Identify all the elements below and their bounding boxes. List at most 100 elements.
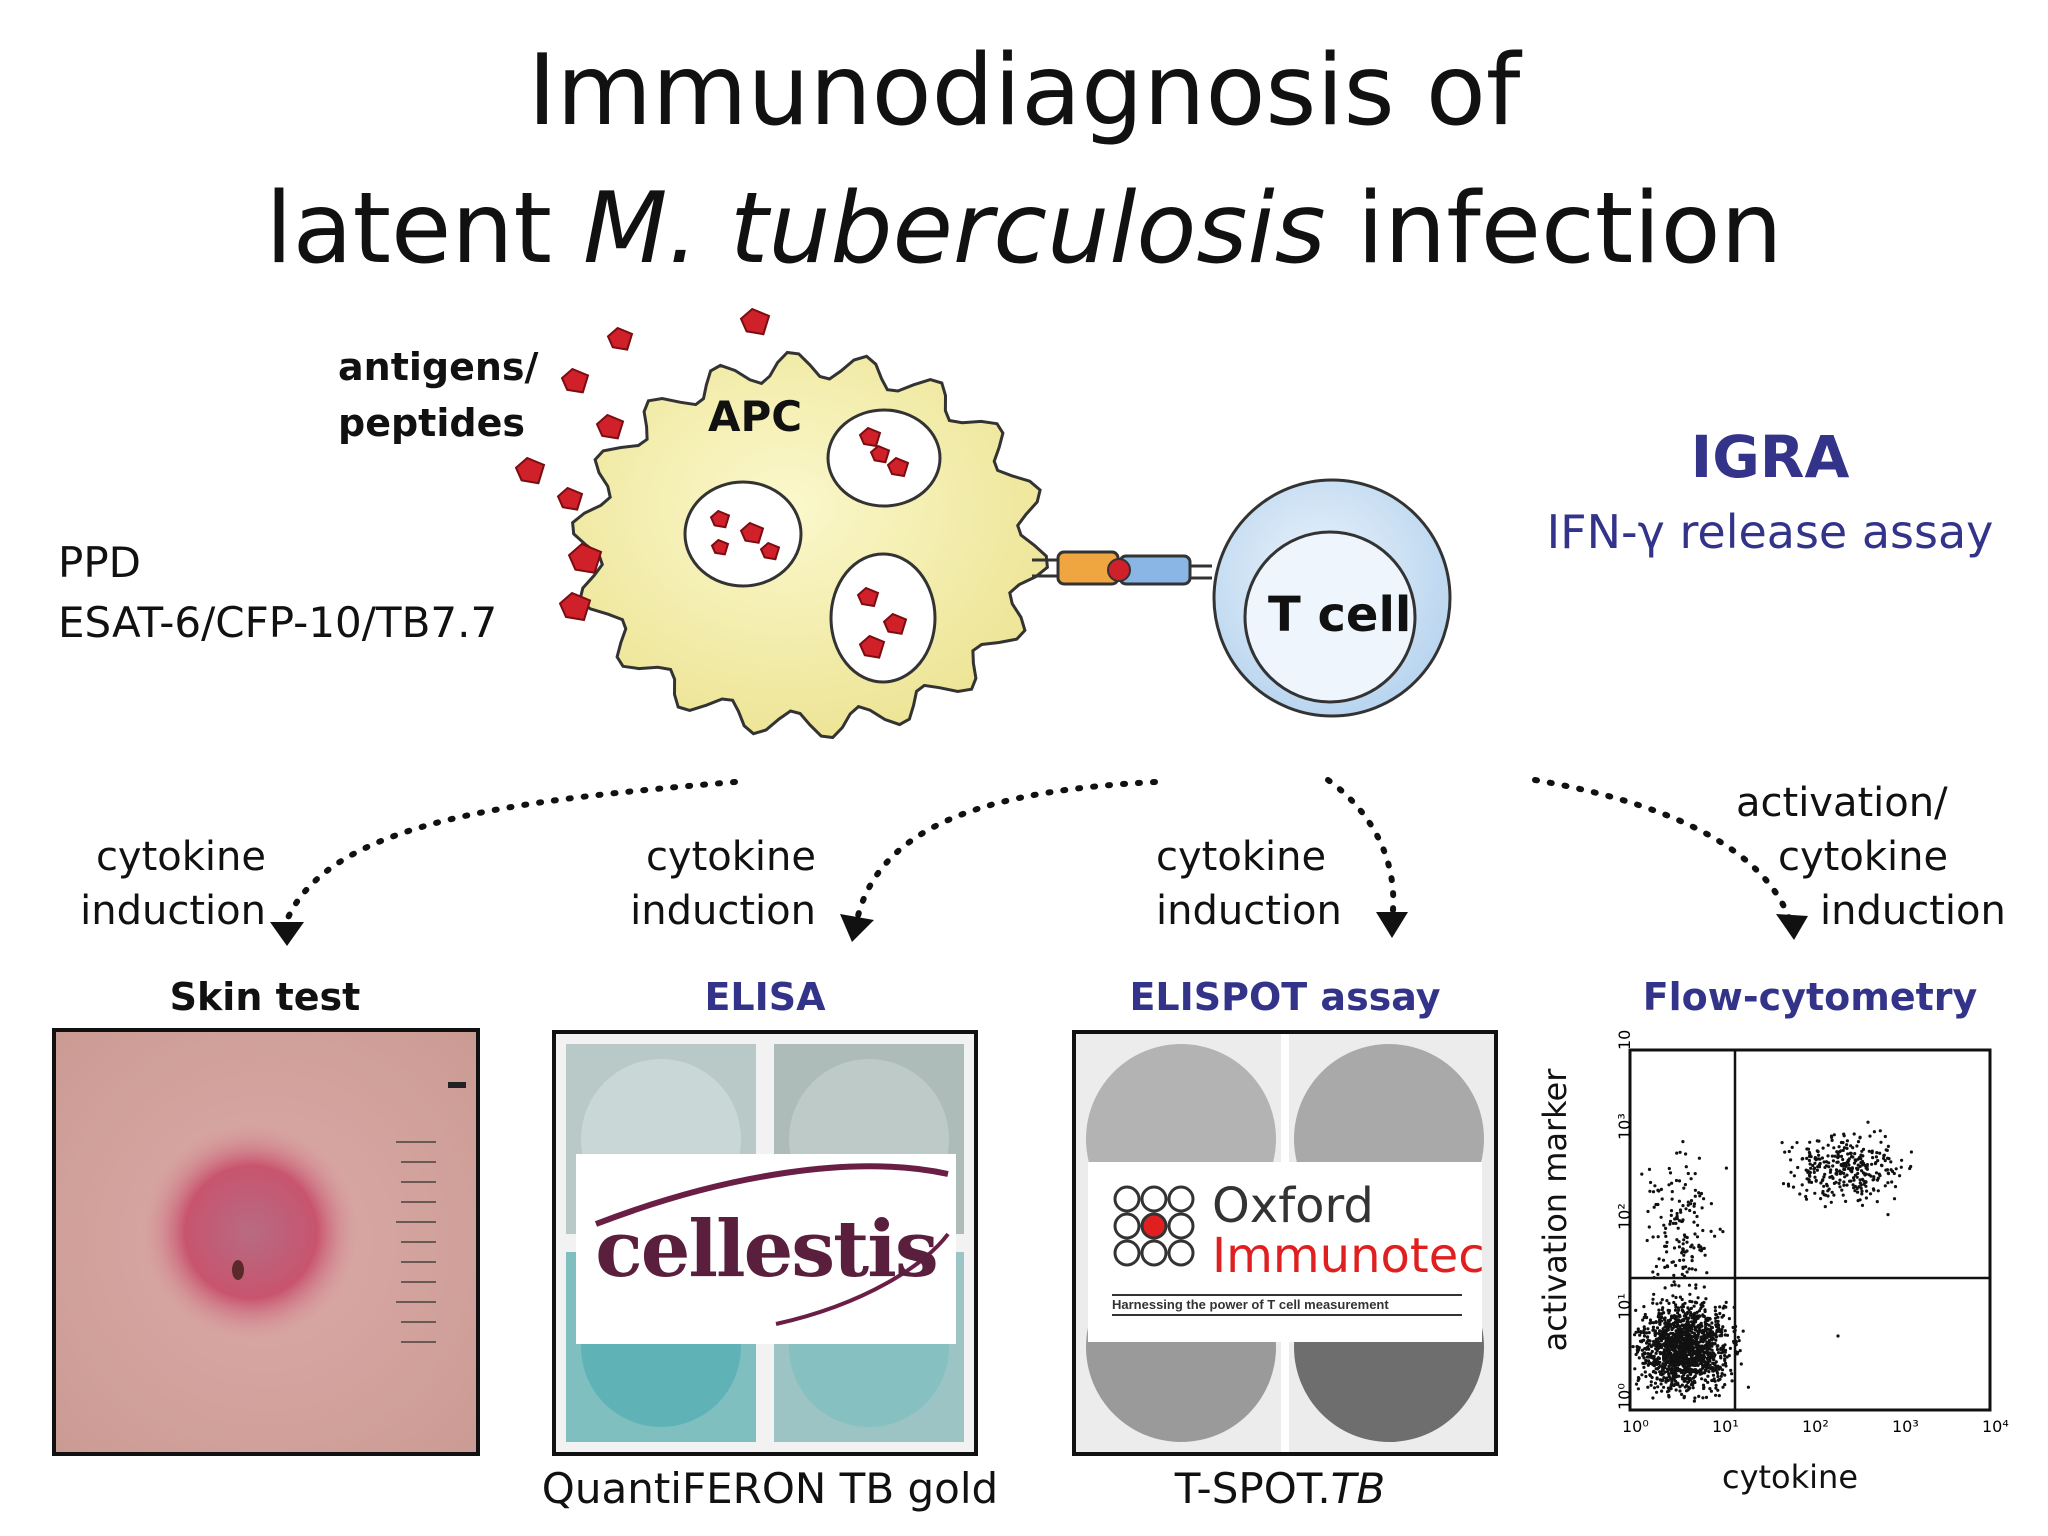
flow-event [1878, 1129, 1882, 1133]
flow-event [1696, 1296, 1700, 1300]
flow-event [1865, 1189, 1869, 1193]
flow-event [1841, 1157, 1845, 1162]
flow-event [1714, 1334, 1718, 1338]
caption-elispot-italic: TB [1330, 1464, 1386, 1513]
flow-event [1661, 1362, 1665, 1366]
flow-event [1841, 1148, 1845, 1152]
peptide [858, 634, 886, 659]
title-line-2: latent M. tuberculosis infection [0, 180, 2048, 278]
flow-event [1663, 1286, 1667, 1290]
flow-event [1708, 1363, 1712, 1367]
flow-event [1820, 1156, 1824, 1160]
flow-event [1636, 1376, 1641, 1380]
flow-event [1677, 1245, 1681, 1249]
flow-event [1853, 1152, 1857, 1156]
flow-event [1693, 1340, 1697, 1344]
flow-event [1832, 1146, 1836, 1150]
immunotec-text: Immunotec [1212, 1228, 1485, 1284]
flow-event [1792, 1174, 1796, 1178]
flow-event [1823, 1172, 1827, 1176]
antigen-peptides [514, 307, 910, 659]
flow-event [1683, 1370, 1687, 1375]
flow-event [1677, 1308, 1681, 1312]
flow-event [1683, 1274, 1687, 1278]
flow-event [1687, 1376, 1691, 1380]
flow-event [1682, 1186, 1686, 1190]
flow-event [1804, 1168, 1808, 1172]
flow-event [1870, 1151, 1874, 1155]
flow-event [1734, 1343, 1738, 1347]
flow-event [1671, 1221, 1675, 1225]
flow-event [1709, 1229, 1713, 1233]
flow-event [1710, 1321, 1714, 1325]
flow-event [1709, 1389, 1713, 1393]
flow-event [1633, 1367, 1637, 1371]
flow-event [1672, 1280, 1676, 1284]
flow-event [1651, 1190, 1656, 1194]
flow-event [1660, 1345, 1664, 1350]
flow-event [1801, 1157, 1805, 1161]
flow-event [1663, 1352, 1667, 1356]
flow-event [1682, 1238, 1686, 1242]
flow-event [1815, 1168, 1819, 1172]
flow-event [1830, 1135, 1834, 1139]
flow-event [1736, 1350, 1740, 1355]
flow-event [1830, 1138, 1834, 1142]
flow-event [1690, 1327, 1694, 1331]
flow-event [1669, 1209, 1674, 1213]
flow-event [1660, 1365, 1665, 1369]
flow-event [1673, 1336, 1677, 1340]
flow-event [1736, 1335, 1740, 1339]
flow-event [1813, 1191, 1817, 1195]
flow-event [1656, 1346, 1660, 1350]
flow-event [1894, 1167, 1898, 1171]
flow-event [1677, 1179, 1682, 1183]
flow-event [1673, 1379, 1678, 1383]
flow-event [1654, 1359, 1658, 1363]
flow-event [1662, 1223, 1666, 1227]
flow-event [1678, 1346, 1682, 1350]
flow-event [1806, 1147, 1811, 1151]
flow-event [1663, 1231, 1667, 1235]
flow-event [1679, 1320, 1683, 1324]
flow-event [1712, 1377, 1716, 1381]
flow-event [1723, 1357, 1727, 1361]
flow-event [1681, 1204, 1685, 1208]
flow-event [1636, 1387, 1640, 1391]
flow-event [1780, 1141, 1784, 1145]
flow-event [1673, 1283, 1677, 1287]
flow-event [1696, 1332, 1700, 1336]
flow-event [1699, 1335, 1703, 1339]
flow-event [1670, 1197, 1674, 1201]
flow-event [1692, 1331, 1696, 1335]
flow-event [1693, 1188, 1697, 1192]
x-tick-label: 10¹ [1712, 1417, 1739, 1436]
flow-event [1711, 1369, 1715, 1373]
flow-event [1727, 1354, 1731, 1358]
flow-event [1642, 1305, 1646, 1309]
flow-event [1871, 1156, 1875, 1160]
flow-event [1636, 1327, 1640, 1331]
flow-event [1791, 1185, 1796, 1189]
title-species: M. tuberculosis [583, 172, 1326, 286]
flow-event [1652, 1321, 1656, 1325]
flow-event [1819, 1181, 1823, 1185]
flow-event [1658, 1335, 1662, 1339]
flow-event [1787, 1149, 1791, 1154]
arrow-label-4-line-3: induction [1820, 888, 2006, 934]
flow-event [1807, 1173, 1812, 1177]
flow-event [1694, 1334, 1698, 1339]
flow-event [1689, 1320, 1694, 1324]
flow-event [1649, 1380, 1653, 1384]
flow-event [1688, 1313, 1693, 1317]
flow-event [1699, 1321, 1703, 1325]
flow-event [1830, 1190, 1834, 1194]
flow-event [1679, 1348, 1683, 1353]
flow-event [1868, 1134, 1872, 1138]
flow-event [1713, 1353, 1717, 1357]
flow-event [1718, 1366, 1722, 1370]
flow-event [1822, 1160, 1826, 1164]
flow-event [1637, 1356, 1641, 1360]
flow-event [1680, 1297, 1684, 1302]
